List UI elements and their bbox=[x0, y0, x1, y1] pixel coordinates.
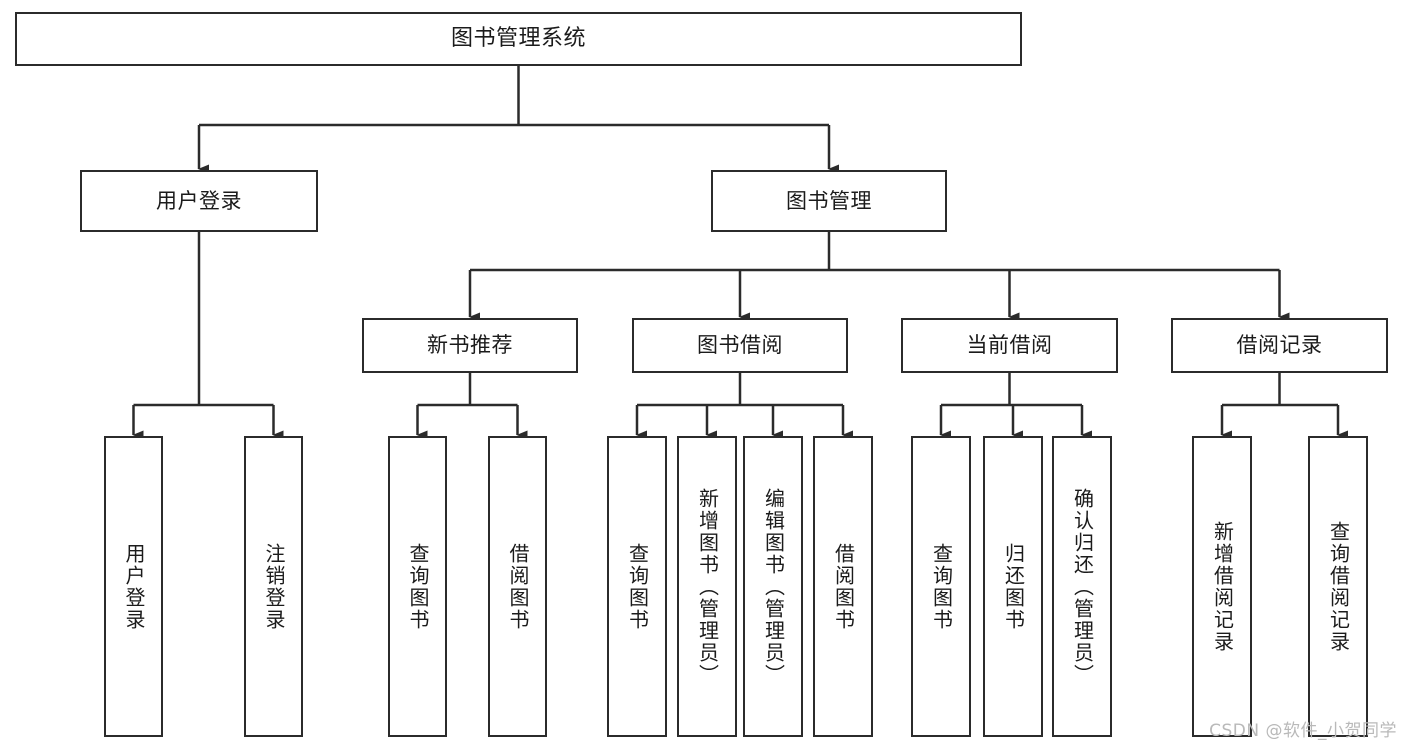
flow-node-label: 用户登录 bbox=[156, 188, 242, 213]
flow-node-l1[interactable]: 用户登录 bbox=[104, 436, 163, 737]
flow-node-l3[interactable]: 查询图书 bbox=[388, 436, 447, 737]
flow-node-label: 确认归还（管理员） bbox=[1070, 487, 1095, 686]
flow-node-label: 查询借阅记录 bbox=[1326, 520, 1351, 653]
flow-node-label: 新书推荐 bbox=[427, 333, 513, 358]
flow-node-l5[interactable]: 查询图书 bbox=[607, 436, 667, 737]
flow-node-l6[interactable]: 新增图书（管理员） bbox=[677, 436, 737, 737]
flow-node-root[interactable]: 图书管理系统 bbox=[15, 12, 1022, 66]
flow-node-label: 新增图书（管理员） bbox=[695, 487, 720, 686]
flow-node-label: 图书管理 bbox=[786, 188, 872, 213]
flow-node-label: 归还图书 bbox=[1001, 542, 1026, 631]
flow-node-label: 查询图书 bbox=[929, 542, 954, 631]
flow-node-records[interactable]: 借阅记录 bbox=[1171, 318, 1388, 373]
flow-node-l4[interactable]: 借阅图书 bbox=[488, 436, 547, 737]
flow-node-label: 当前借阅 bbox=[966, 333, 1053, 358]
flow-node-label: 查询图书 bbox=[406, 542, 430, 631]
flow-node-current[interactable]: 当前借阅 bbox=[901, 318, 1118, 373]
flow-node-newbook[interactable]: 新书推荐 bbox=[362, 318, 578, 373]
flow-node-label: 注销登录 bbox=[262, 542, 286, 631]
flow-node-label: 新增借阅记录 bbox=[1210, 520, 1235, 653]
flow-node-label: 图书管理系统 bbox=[450, 26, 586, 52]
flow-node-l7[interactable]: 编辑图书（管理员） bbox=[743, 436, 803, 737]
flow-node-login[interactable]: 用户登录 bbox=[80, 170, 318, 232]
flow-node-label: 用户登录 bbox=[122, 542, 146, 631]
flow-node-l8[interactable]: 借阅图书 bbox=[813, 436, 873, 737]
flow-node-l12[interactable]: 新增借阅记录 bbox=[1192, 436, 1252, 737]
flow-node-l11[interactable]: 确认归还（管理员） bbox=[1052, 436, 1112, 737]
flow-node-label: 图书借阅 bbox=[697, 333, 783, 358]
flow-node-l10[interactable]: 归还图书 bbox=[983, 436, 1043, 737]
flow-node-l2[interactable]: 注销登录 bbox=[244, 436, 303, 737]
flow-node-label: 借阅图书 bbox=[506, 542, 530, 631]
flow-node-bookmgmt[interactable]: 图书管理 bbox=[711, 170, 947, 232]
flow-node-label: 借阅记录 bbox=[1236, 333, 1323, 358]
flow-node-l9[interactable]: 查询图书 bbox=[911, 436, 971, 737]
watermark-text: CSDN @软件_小贺同学 bbox=[1209, 721, 1397, 741]
flow-node-borrow[interactable]: 图书借阅 bbox=[632, 318, 848, 373]
flow-node-label: 借阅图书 bbox=[831, 542, 856, 631]
flow-node-label: 查询图书 bbox=[625, 542, 650, 631]
flow-node-label: 编辑图书（管理员） bbox=[761, 487, 786, 686]
flow-node-l13[interactable]: 查询借阅记录 bbox=[1308, 436, 1368, 737]
